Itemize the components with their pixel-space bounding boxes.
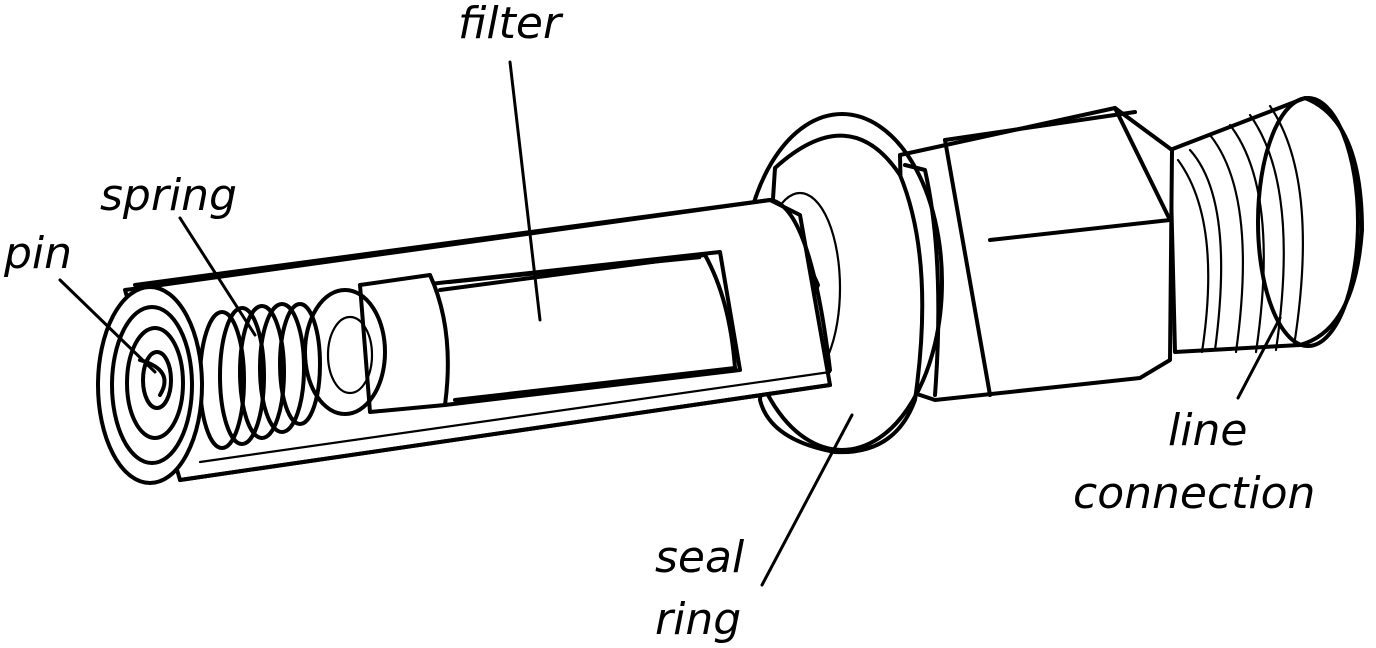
leader-lines	[58, 60, 1282, 587]
label-pin: pin	[3, 228, 72, 279]
end-cap	[96, 285, 204, 485]
label-seal: seal	[655, 532, 745, 583]
spring-leader	[178, 216, 257, 337]
line-connection-leader	[1236, 316, 1282, 400]
label-connection: connection	[1073, 468, 1315, 519]
line-connection-thread	[1168, 96, 1364, 354]
label-spring: spring	[100, 170, 237, 221]
spring	[198, 302, 322, 450]
pin-leader	[58, 278, 157, 374]
seal-ring-leader	[760, 413, 854, 587]
filter-leader	[508, 60, 542, 322]
hex-body	[898, 106, 1174, 402]
label-filter: filter	[458, 0, 564, 49]
label-line: line	[1168, 405, 1247, 456]
label-ring: ring	[655, 594, 741, 645]
filter-element	[358, 250, 742, 414]
